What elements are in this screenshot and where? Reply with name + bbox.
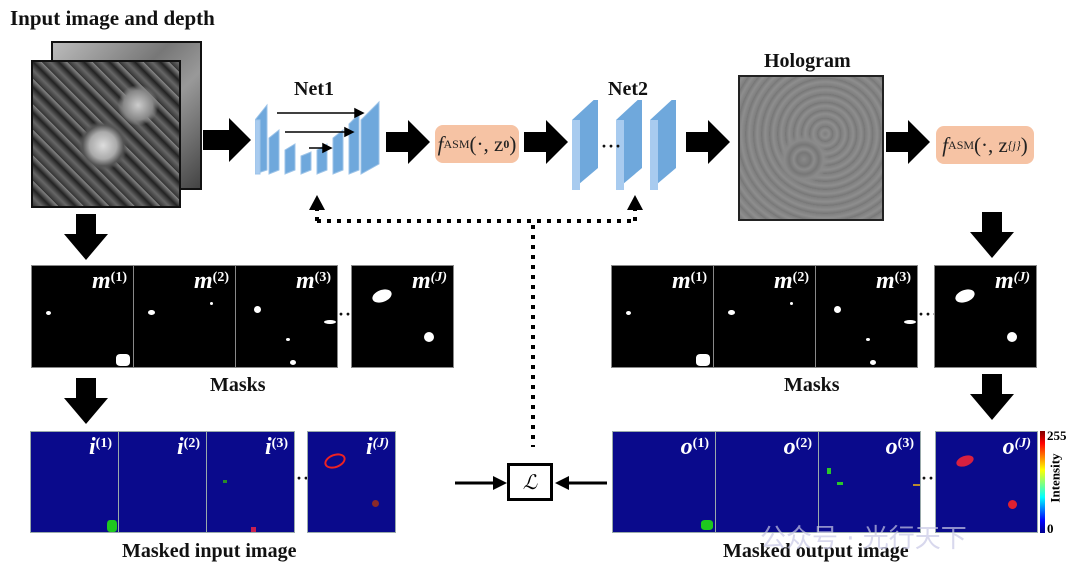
loss-function-box: ℒ (507, 463, 553, 501)
arrow-down-icon (64, 214, 108, 260)
watermark: 公众号 · 光行天下 (760, 524, 967, 554)
mask-symbol: m(1) (672, 268, 707, 294)
colorbar-max: 255 (1047, 428, 1067, 443)
hologram-image (738, 75, 884, 221)
output-symbol: o(1) (680, 434, 709, 460)
net2-ellipsis: ··· (601, 136, 623, 156)
masked-input-panel: i(2) (118, 431, 207, 533)
arrow-down-icon (970, 212, 1014, 258)
mask-panel: m(3) (815, 265, 918, 368)
input-symbol: i(J) (366, 434, 389, 460)
input-title: Input image and depth (10, 6, 215, 30)
colorbar-label: Intensity (1047, 453, 1063, 503)
mask-symbol: m(1) (92, 268, 127, 294)
input-symbol: i(3) (265, 434, 288, 460)
asm-arg-sub: 0 (503, 136, 510, 151)
colorbar (1040, 431, 1045, 533)
mask-panel: m(J) (934, 265, 1037, 368)
arrow-down-icon (970, 374, 1014, 420)
arrow-right-icon (386, 120, 430, 164)
asm-close: ) (509, 131, 517, 156)
mask-symbol: m(2) (774, 268, 809, 294)
masked-input-panel: i(1) (30, 431, 119, 533)
arrow-up-icon (309, 195, 325, 210)
arrow-right-icon (493, 476, 507, 490)
arrow-down-icon (64, 378, 108, 424)
net2-cnn-icon (572, 100, 676, 190)
mask-panel: m(1) (31, 265, 134, 368)
output-symbol: o(2) (783, 434, 812, 460)
input-image (31, 60, 181, 208)
mask-symbol: m(3) (876, 268, 911, 294)
arrow-right-icon (524, 120, 568, 164)
arrow-right-icon (203, 118, 251, 162)
mask-symbol: m(J) (995, 268, 1030, 294)
asm-sub: ASM (948, 137, 975, 152)
asm-close: ) (1020, 132, 1028, 157)
net2-title: Net2 (608, 78, 648, 100)
asm-sub: ASM (443, 136, 470, 151)
output-symbol: o(3) (885, 434, 914, 460)
input-symbol: i(1) (89, 434, 112, 460)
arrow-right-icon (886, 120, 930, 164)
asm-f: f (942, 132, 949, 157)
masked-output-panel: o(J) (935, 431, 1038, 533)
masks-right-label: Masks (784, 374, 840, 396)
mask-panel: m(2) (133, 265, 236, 368)
masked-input-panel: i(3) (206, 431, 295, 533)
asm-args: (·, z (469, 131, 504, 156)
masked-input-panel: i(J) (307, 431, 396, 533)
mask-ellipsis: ··· (918, 304, 940, 324)
masked-output-panel: o(1) (612, 431, 716, 533)
feedback-dotted-lines (309, 195, 643, 447)
arrow-left-icon (555, 476, 569, 490)
mask-panel: m(1) (611, 265, 714, 368)
mask-panel: m(3) (235, 265, 338, 368)
mask-symbol: m(3) (296, 268, 331, 294)
asm-args: (·, z (974, 132, 1008, 157)
loss-arrows (455, 476, 607, 490)
colorbar-min: 0 (1047, 521, 1054, 536)
masked-output-panel: o(2) (715, 431, 819, 533)
arrow-up-icon (627, 195, 643, 210)
mask-symbol: m(2) (194, 268, 229, 294)
asm-arg-sup: {j} (1007, 137, 1021, 152)
asm-f: f (437, 131, 444, 156)
input-symbol: i(2) (177, 434, 200, 460)
masked-output-panel: o(3) (818, 431, 921, 533)
mask-panel: m(2) (713, 265, 816, 368)
net1-unet-icon (255, 100, 380, 175)
net1-title: Net1 (294, 78, 334, 100)
mask-panel: m(J) (351, 265, 454, 368)
masks-left-label: Masks (210, 374, 266, 396)
arrow-right-icon (686, 120, 730, 164)
mask-symbol: m(J) (412, 268, 447, 294)
hologram-title: Hologram (764, 50, 851, 72)
output-symbol: o(J) (1002, 434, 1031, 460)
masked-input-label: Masked input image (122, 540, 297, 562)
masked-output-label: Masked output image (723, 540, 909, 562)
